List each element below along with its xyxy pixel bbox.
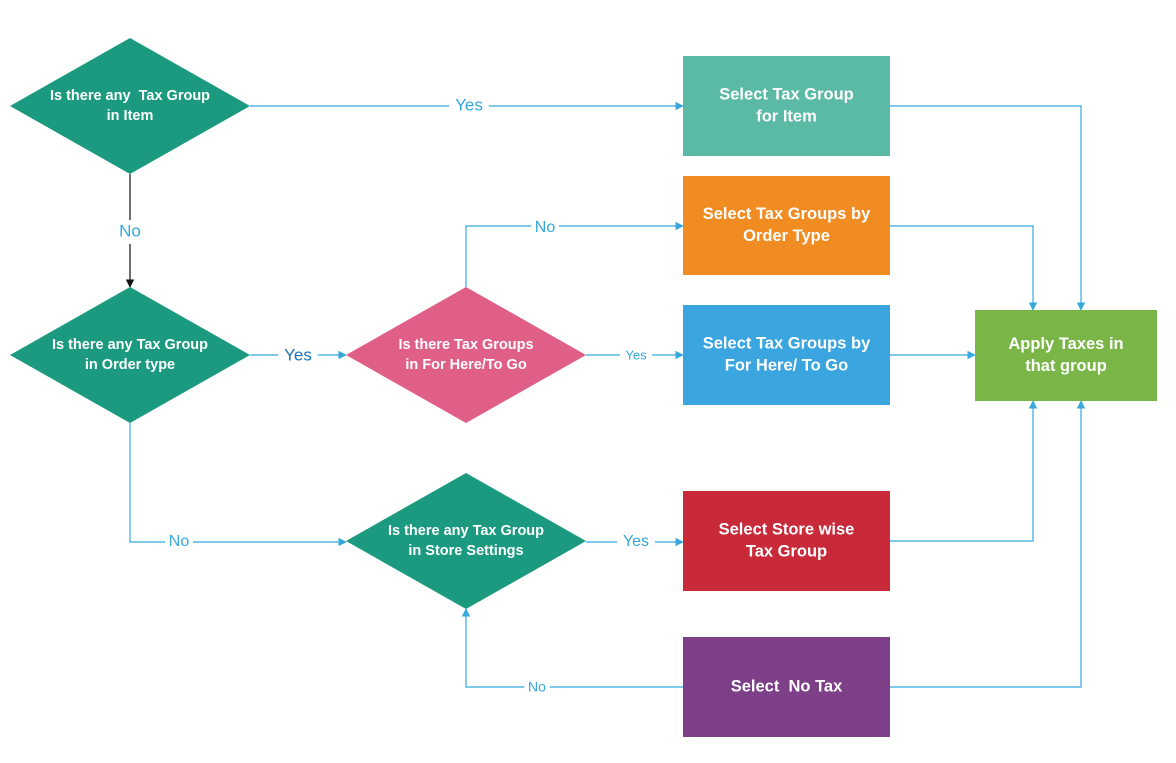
connector-decision-order-type-to-decision-store <box>129 423 347 547</box>
box-for-here-box: Select Tax Groups by For Here/ To Go <box>683 305 890 405</box>
decision-diamond-shape <box>10 38 250 174</box>
box-item-box: Select Tax Group for Item <box>683 56 890 156</box>
connectors <box>125 101 1086 688</box>
process-box-shape <box>683 56 890 156</box>
node-label-line: in Order type <box>85 357 175 373</box>
process-box-shape <box>975 310 1157 401</box>
node-label-line: in Item <box>107 108 154 124</box>
connector-box-order-type-to-box-apply <box>890 225 1038 311</box>
decision-diamond-shape <box>10 287 250 423</box>
node-label-line: Is there any Tax Group <box>52 337 208 353</box>
decision-for-here-decision: Is there Tax Groups in For Here/To Go <box>346 287 586 423</box>
connector-label-no: No <box>528 679 546 695</box>
connector-label-yes: Yes <box>625 347 647 362</box>
process-box-shape <box>683 305 890 405</box>
connector-label-no: No <box>119 221 141 240</box>
node-label-line: in For Here/To Go <box>405 357 527 373</box>
connector-label-background <box>278 344 318 368</box>
connector-label-yes: Yes <box>623 533 649 550</box>
node-label-line: in Store Settings <box>408 543 523 559</box>
node-label-line: Is there any Tax Group <box>388 523 544 539</box>
box-apply-box: Apply Taxes in that group <box>975 310 1157 401</box>
node-label-line: Select Store wise <box>719 520 855 538</box>
node-label-line: Is there any Tax Group <box>50 88 210 104</box>
connector-label-no: No <box>535 219 556 236</box>
connector-label-no: No <box>169 533 190 550</box>
node-label-line: for Item <box>756 107 817 125</box>
connector-box-item-to-box-apply <box>890 105 1086 311</box>
node-label-line: that group <box>1025 357 1107 375</box>
connector-box-no-tax-to-box-apply <box>890 400 1086 688</box>
node-label-line: Tax Group <box>746 542 827 560</box>
connector-label-yes: Yes <box>284 345 312 364</box>
box-order-type-box: Select Tax Groups by Order Type <box>683 176 890 275</box>
connector-box-store-to-box-apply <box>890 400 1038 542</box>
node-label-line: Select Tax Group <box>719 85 853 103</box>
connector-label-background <box>524 678 550 698</box>
process-box-shape <box>683 176 890 275</box>
process-box-shape <box>683 491 890 591</box>
process-box-shape <box>683 637 890 737</box>
node-label-line: Select Tax Groups by <box>703 205 871 223</box>
connector-label-background <box>531 216 559 240</box>
decision-order-type-decision: Is there any Tax Group in Order type <box>10 287 250 423</box>
connector-label-background <box>115 220 145 244</box>
connector-label-background <box>619 346 653 366</box>
connector-label-background <box>449 94 489 118</box>
node-label-line: Select Tax Groups by <box>703 334 871 352</box>
box-no-tax-box: Select No Tax <box>683 637 890 737</box>
node-label-line: For Here/ To Go <box>725 356 848 374</box>
connector-decision-for-here-to-box-order-type <box>465 221 684 287</box>
decision-store-decision: Is there any Tax Group in Store Settings <box>346 473 586 609</box>
node-label-line: Order Type <box>743 227 830 245</box>
connector-label-background <box>617 530 655 554</box>
node-label-line: Apply Taxes in <box>1008 335 1123 353</box>
node-label-line: Select No Tax <box>731 677 843 695</box>
decision-item-decision: Is there any Tax Group in Item <box>10 38 250 174</box>
connector-label-background <box>165 530 193 554</box>
node-label-line: Is there Tax Groups <box>398 337 533 353</box>
decision-diamond-shape <box>346 287 586 423</box>
decision-diamond-shape <box>346 473 586 609</box>
connector-decision-store-to-box-no-tax <box>461 608 683 688</box>
connector-label-yes: Yes <box>455 95 483 114</box>
